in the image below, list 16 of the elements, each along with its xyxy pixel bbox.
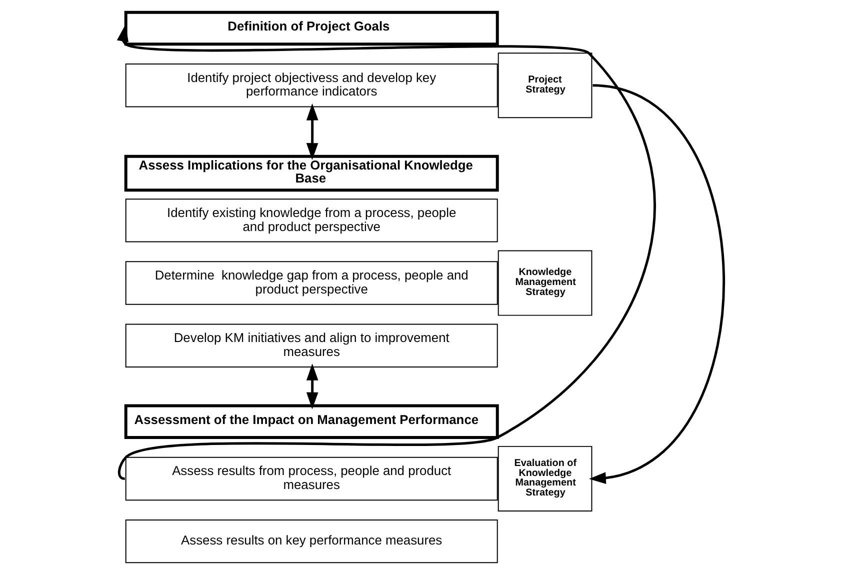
node-box: Develop KM initiatives and align to improvement measures (124, 324, 498, 368)
node-box: Assess results on key performance measures (124, 519, 498, 564)
arrow (588, 84, 724, 484)
arrow (116, 24, 655, 480)
arrow (306, 363, 318, 410)
node-box: Evaluation of Knowledge Management Strategy (497, 446, 592, 512)
node-box: Assess Implications for the Organisational Knowledge Base (124, 154, 498, 192)
node-box: Knowledge Management Strategy (497, 250, 592, 316)
node-box: Definition of Project Goals (124, 10, 498, 46)
node-box: Identify existing knowledge from a process, people and product perspective (124, 198, 498, 242)
node-box: Project Strategy (497, 52, 592, 118)
node-box: Determine knowledge gap from a process, people and product perspective (124, 261, 498, 305)
node-box: Assessment of the Impact on Management Performance (124, 404, 498, 439)
arrow (306, 103, 318, 160)
node-box: Assess results from process, people and product measures (124, 456, 498, 501)
node-box: Identify project objectivess and develop key performance indicators (124, 64, 498, 108)
